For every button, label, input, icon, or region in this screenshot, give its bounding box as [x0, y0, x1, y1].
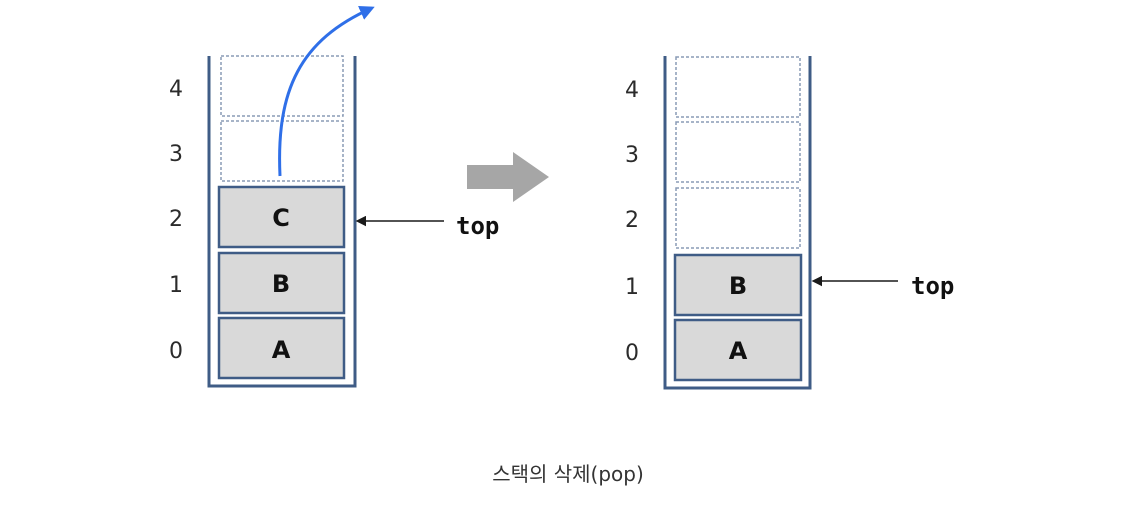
top-label: top: [456, 212, 499, 240]
stack-after-slot-2: 2: [625, 187, 801, 249]
index-label: 3: [169, 142, 183, 167]
stack-cell-b: [673, 253, 803, 317]
index-label: 0: [625, 341, 639, 366]
stack-before-slot-3: 3: [169, 120, 344, 182]
cell-label: A: [272, 336, 291, 364]
stack-cell-a: [673, 318, 803, 382]
stack-before-walls: [207, 56, 357, 388]
cell-label: B: [729, 272, 747, 300]
stack-cell-empty: [675, 56, 801, 118]
stack-before: 4 3 C 2 B 1 A 0 top: [169, 6, 499, 388]
index-label: 3: [625, 143, 639, 168]
stack-before-slot-0: A 0: [169, 316, 346, 380]
stack-before-slot-4: 4: [169, 55, 344, 117]
stack-before-slot-1: B 1: [169, 251, 346, 315]
stack-after-slot-0: A 0: [625, 318, 803, 382]
cell-label: A: [729, 337, 748, 365]
stack-cell-empty: [220, 55, 344, 117]
cell-label: B: [272, 270, 290, 298]
stack-cell-a: [217, 316, 346, 380]
figure-caption: 스택의 삭제(pop): [492, 462, 644, 486]
stack-cell-empty: [675, 121, 801, 183]
stack-after-slot-3: 3: [625, 121, 801, 183]
stack-cell-b: [217, 251, 346, 315]
stack-cell-c: [217, 185, 346, 249]
right-arrow-icon: [467, 152, 549, 202]
index-label: 0: [169, 339, 183, 364]
stack-after-slot-1: B 1: [625, 253, 803, 317]
index-label: 2: [169, 207, 183, 232]
stack-after-walls: [663, 56, 812, 390]
stack-cell-empty: [675, 187, 801, 249]
index-label: 4: [169, 77, 183, 102]
index-label: 4: [625, 78, 639, 103]
top-pointer-after: top: [811, 272, 954, 300]
index-label: 1: [169, 273, 183, 298]
stack-after-slot-4: 4: [625, 56, 801, 118]
index-label: 2: [625, 208, 639, 233]
curved-up-arrow-icon: [278, 6, 375, 177]
top-label: top: [911, 272, 954, 300]
stack-pop-diagram: 4 3 C 2 B 1 A 0 top: [169, 6, 954, 390]
top-pointer-before: top: [355, 212, 499, 240]
stack-after: 4 3 2 B 1 A 0 top: [625, 56, 954, 390]
stack-before-slot-2: C 2: [169, 185, 346, 249]
cell-label: C: [272, 204, 290, 232]
index-label: 1: [625, 275, 639, 300]
